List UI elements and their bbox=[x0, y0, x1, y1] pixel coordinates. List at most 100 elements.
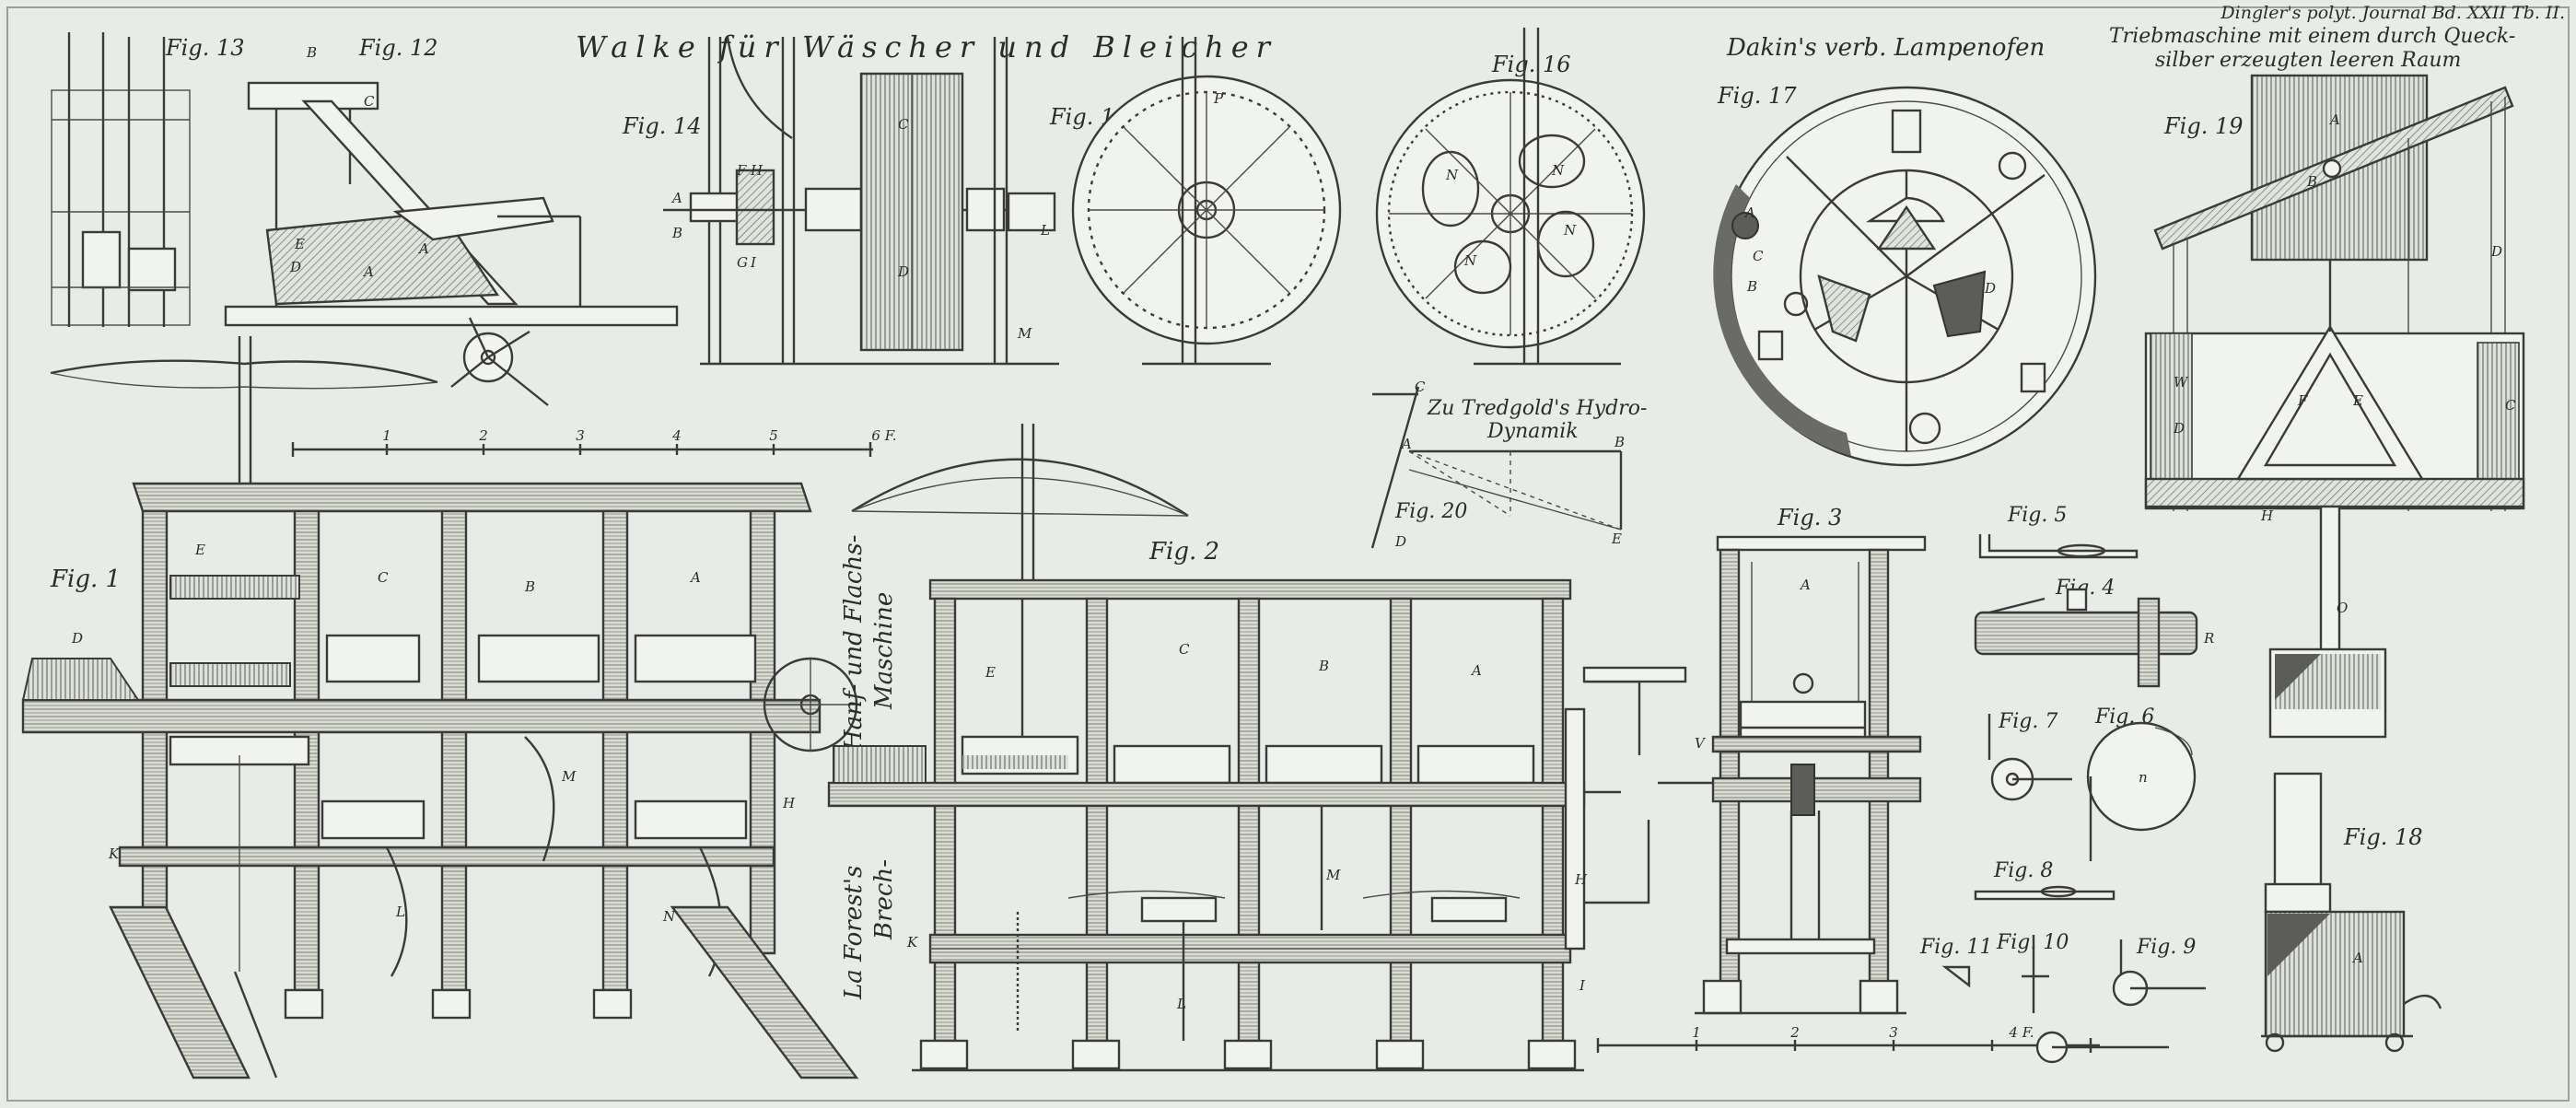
fig19-letter-o: O bbox=[2337, 600, 2348, 616]
fig19-letter-d: D bbox=[2490, 243, 2502, 260]
fig11-caption: Fig. 11 bbox=[1919, 936, 1992, 959]
fig15-letter-p: P bbox=[1213, 90, 1224, 107]
fig17-letter-d: D bbox=[1984, 280, 1996, 297]
scale-top-6: 6 F. bbox=[871, 427, 896, 444]
fig20-letter-b: B bbox=[1614, 434, 1625, 450]
fig1-letter-e: E bbox=[194, 542, 205, 558]
fig2-letter-h: H bbox=[1574, 871, 1588, 888]
plate-border bbox=[6, 6, 2570, 1102]
fig7-caption: Fig. 7 bbox=[1998, 710, 2057, 733]
fig11-detail: Fig. 11 bbox=[1919, 936, 1992, 988]
fig19-caption: Fig. 19 bbox=[2163, 113, 2244, 139]
fig2-letter-a: A bbox=[1470, 662, 1482, 679]
fig17-lamp-furnace: Fig. 17 A C B D bbox=[1713, 83, 2097, 467]
fig20-hydrodynamics: Zu Tredgold's Hydro- Dynamik Fig. 20 D A… bbox=[1370, 379, 1647, 550]
scale-top-5: 5 bbox=[769, 427, 778, 444]
title-dakin: Dakin's verb. Lampenofen bbox=[1726, 34, 2045, 62]
fig19-vacuum-engine: Fig. 19 A B D W D F E C H O bbox=[2144, 74, 2525, 739]
fig14-letter-l: L bbox=[1040, 222, 1050, 239]
fig16-letter-n3: N bbox=[1563, 222, 1577, 239]
fig14-letter-i: I bbox=[750, 254, 757, 271]
fig20-letter-a: A bbox=[1400, 436, 1412, 452]
fig14-letter-b: B bbox=[671, 225, 682, 241]
fig9-detail: Fig. 9 bbox=[2112, 936, 2206, 1007]
tredgold-title-2: Dynamik bbox=[1486, 420, 1579, 443]
scale-top-3: 3 bbox=[576, 427, 585, 444]
fig12-letter-d: D bbox=[289, 259, 301, 275]
fig1-letter-h: H bbox=[782, 795, 796, 811]
fig14-letter-a: A bbox=[670, 190, 682, 206]
fig12-letter-b: B bbox=[306, 44, 317, 61]
scale-top: 1 2 3 4 5 6 F. bbox=[291, 427, 897, 457]
scale-top-4: 4 bbox=[671, 427, 682, 444]
fig2-letter-m: M bbox=[1325, 867, 1341, 883]
fig14-letter-d: D bbox=[897, 263, 909, 280]
fig12-fulling-stocks: Fig. 12 B C A A E D bbox=[224, 35, 679, 406]
fig4-roller: Fig. 4 R bbox=[1974, 577, 2214, 688]
fig16-wheel-section: Fig. 16 N N N N bbox=[1375, 28, 1646, 366]
fig1-caption: Fig. 1 bbox=[50, 566, 121, 593]
fig10-caption: Fig. 10 bbox=[1996, 931, 2069, 954]
scale-top-2: 2 bbox=[478, 427, 488, 444]
fig2-letter-k: K bbox=[906, 934, 918, 951]
fig16-letter-n4: N bbox=[1463, 252, 1477, 269]
brech-title-1: La Forest's bbox=[840, 866, 868, 1000]
fig14-letter-c: C bbox=[898, 116, 909, 133]
fig1-letter-m: M bbox=[561, 768, 577, 785]
fig1-letter-n: N bbox=[662, 908, 676, 925]
fig1-letter-l: L bbox=[395, 904, 405, 920]
fig6-drum: Fig. 6 n bbox=[2086, 706, 2197, 861]
fig17-letter-c: C bbox=[1753, 248, 1764, 264]
fig16-caption: Fig. 16 bbox=[1491, 52, 1571, 77]
fig16-letter-n2: N bbox=[1551, 162, 1565, 179]
fig2-breaking-machine-front: Fig. 2 bbox=[827, 424, 1687, 1072]
fig3-side-elevation: Fig. 3 A V bbox=[1658, 505, 1927, 1015]
fig14-letter-f: F bbox=[736, 162, 747, 179]
fig7-wheel-detail: Fig. 7 bbox=[1987, 710, 2072, 801]
fig19-letter-a: A bbox=[2328, 111, 2340, 128]
fig12-letter-e: E bbox=[294, 236, 305, 252]
fig1-breaking-machine-perspective: Fig. 1 bbox=[21, 336, 859, 1079]
fig17-letter-b: B bbox=[1746, 278, 1757, 295]
fig19-letter-w: W bbox=[2174, 374, 2189, 391]
fig2-letter-e: E bbox=[985, 664, 996, 681]
fig14-washer-side: Fig. 14 A B F H G I C D L M bbox=[622, 36, 1059, 366]
fig5-caption: Fig. 5 bbox=[2007, 504, 2067, 527]
fig17-caption: Fig. 17 bbox=[1717, 83, 1797, 109]
fig2-side-title: Hanf- und Flachs- Maschine La Forest's B… bbox=[840, 535, 898, 1000]
fig14-letter-g: G bbox=[737, 254, 748, 271]
hanf-title-2: Maschine bbox=[870, 592, 898, 710]
fig8-caption: Fig. 8 bbox=[1993, 859, 2053, 882]
fig2-letter-l: L bbox=[1176, 996, 1186, 1012]
fig1-letter-a: A bbox=[689, 569, 701, 586]
fig10-detail: Fig. 10 bbox=[1996, 931, 2169, 1064]
fig19-letter-f: F bbox=[2297, 392, 2308, 409]
tredgold-title-1: Zu Tredgold's Hydro- bbox=[1427, 397, 1647, 420]
scale-bottom: 1 2 3 4 F. bbox=[1596, 1024, 2100, 1053]
fig15-wheel-front: Fig. 15 P bbox=[1049, 37, 1342, 366]
fig19-letter-h: H bbox=[2260, 507, 2274, 524]
fig13-caption: Fig. 13 bbox=[165, 35, 245, 61]
title-triebmaschine-2: silber erzeugten leeren Raum bbox=[2155, 49, 2461, 72]
fig2-letter-i: I bbox=[1579, 977, 1586, 994]
fig19-letter-e: E bbox=[2352, 392, 2363, 409]
fig20-caption: Fig. 20 bbox=[1394, 500, 1467, 523]
fig12-letter-a2: A bbox=[417, 240, 429, 257]
fig20-letter-d: D bbox=[1394, 533, 1406, 550]
title-walke: Walke für Wäscher und Bleicher bbox=[576, 29, 1277, 64]
fig12-letter-a: A bbox=[362, 263, 374, 280]
fig5-detail: Fig. 5 bbox=[1978, 504, 2139, 559]
scale-bottom-1: 1 bbox=[1692, 1024, 1701, 1041]
fig1-letter-c: C bbox=[378, 569, 389, 586]
scale-bottom-4: 4 F. bbox=[2008, 1024, 2034, 1041]
scale-top-1: 1 bbox=[382, 427, 391, 444]
fig19-letter-b: B bbox=[2306, 173, 2317, 190]
fig3-letter-a: A bbox=[1799, 577, 1811, 593]
fig2-letter-c: C bbox=[1179, 641, 1190, 658]
brech-title-2: Brech- bbox=[870, 859, 898, 940]
fig2-caption: Fig. 2 bbox=[1148, 538, 1219, 566]
fig1-letter-d: D bbox=[71, 630, 83, 647]
fig16-letter-n1: N bbox=[1445, 167, 1459, 183]
fig3-caption: Fig. 3 bbox=[1777, 505, 1842, 531]
